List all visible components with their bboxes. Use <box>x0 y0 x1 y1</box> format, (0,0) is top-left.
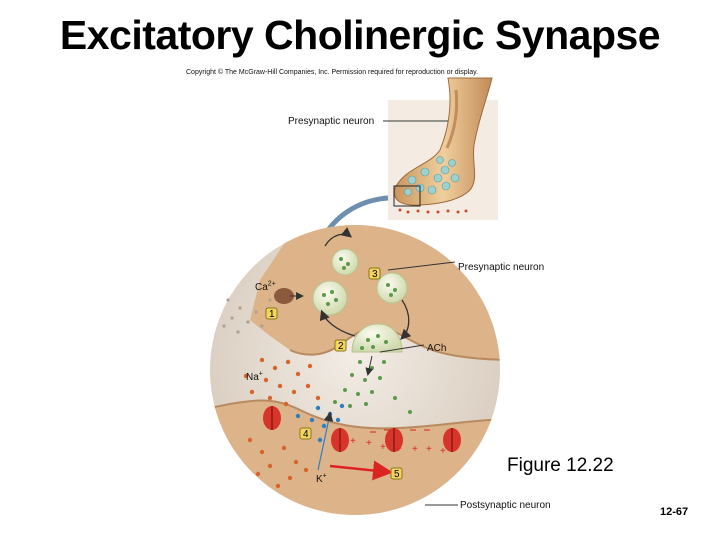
svg-text:+: + <box>350 436 356 447</box>
label-ach: ACh <box>427 343 446 354</box>
label-presynaptic-neuron-top: Presynaptic neuron <box>288 116 374 127</box>
svg-text:1: 1 <box>269 309 275 320</box>
step-2-marker: 2 <box>335 340 346 352</box>
step-1-marker: 1 <box>266 308 277 320</box>
svg-text:3: 3 <box>372 269 378 280</box>
svg-text:+: + <box>336 438 342 449</box>
svg-text:+: + <box>440 446 446 457</box>
figure-caption: Figure 12.22 <box>507 455 614 477</box>
svg-text:+: + <box>380 442 386 453</box>
slide-number: 12-67 <box>660 506 688 518</box>
label-potassium: K+ <box>316 474 327 485</box>
label-calcium: Ca2+ <box>255 282 276 293</box>
label-sodium: Na+ <box>246 372 263 383</box>
label-presynaptic-neuron-right: Presynaptic neuron <box>458 262 544 273</box>
svg-text:4: 4 <box>303 429 309 440</box>
svg-text:+: + <box>396 444 402 455</box>
inset-terminal <box>388 78 498 220</box>
step-3-marker: 3 <box>369 268 380 280</box>
step-5-marker: 5 <box>391 468 402 480</box>
svg-text:+: + <box>412 444 418 455</box>
label-postsynaptic-neuron: Postsynaptic neuron <box>460 500 551 511</box>
svg-text:+: + <box>366 438 372 449</box>
svg-text:+: + <box>426 444 432 455</box>
step-4-marker: 4 <box>300 428 311 440</box>
svg-text:2: 2 <box>338 341 344 352</box>
svg-text:5: 5 <box>394 469 400 480</box>
